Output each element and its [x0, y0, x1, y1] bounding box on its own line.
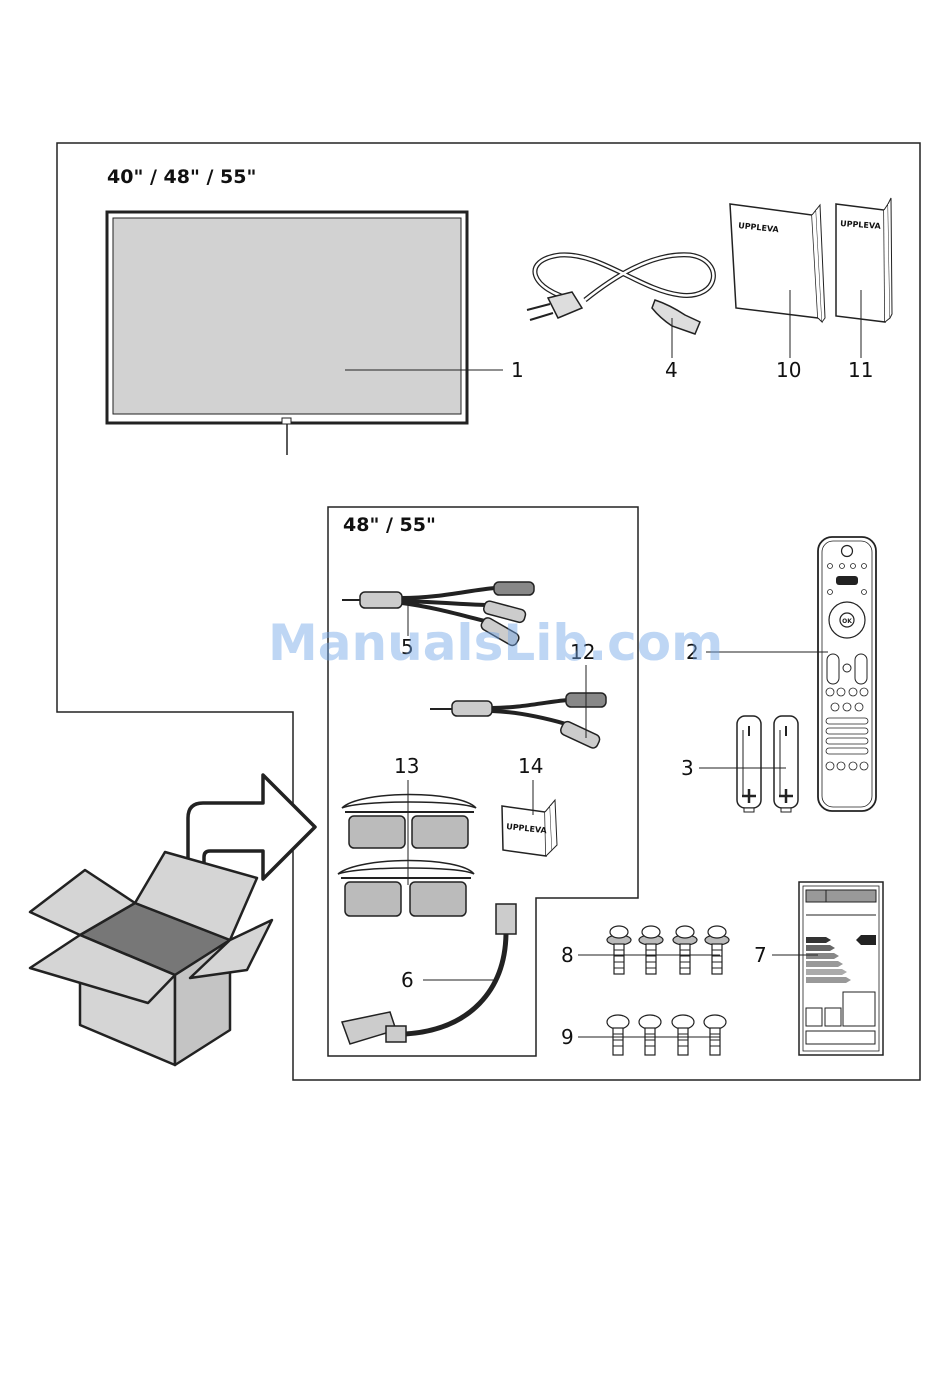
audio-cable-illustration: [430, 665, 606, 750]
glasses-leaflet-illustration: UPPLEVA: [502, 780, 557, 856]
callout-10: 10: [776, 358, 801, 382]
glasses-illustration: [338, 780, 476, 916]
unboxing-illustration: [30, 775, 315, 1065]
callout-6: 6: [401, 968, 414, 992]
callout-14: 14: [518, 754, 543, 778]
remote-ok-label: OK: [842, 618, 852, 625]
scart-adapter-illustration: [342, 904, 516, 1044]
heading-all-sizes: 40" / 48" / 55": [107, 166, 256, 188]
callout-3: 3: [681, 756, 694, 780]
tv-illustration: [107, 212, 503, 455]
callout-7: 7: [754, 943, 767, 967]
manual-small-illustration: UPPLEVA: [836, 198, 892, 358]
callout-13: 13: [394, 754, 419, 778]
callout-11: 11: [848, 358, 873, 382]
screws-a-illustration: [578, 926, 729, 974]
callout-1: 1: [511, 358, 524, 382]
manual-large-illustration: UPPLEVA: [730, 204, 825, 358]
screws-b-illustration: [578, 1015, 726, 1055]
callout-8: 8: [561, 943, 574, 967]
watermark: ManualsLib.com: [268, 614, 723, 672]
heading-large-sizes: 48" / 55": [343, 514, 436, 536]
power-cord-illustration: [527, 255, 713, 358]
batteries-illustration: [699, 716, 798, 812]
energy-label-illustration: [772, 882, 883, 1055]
callout-9: 9: [561, 1025, 574, 1049]
callout-4: 4: [665, 358, 678, 382]
